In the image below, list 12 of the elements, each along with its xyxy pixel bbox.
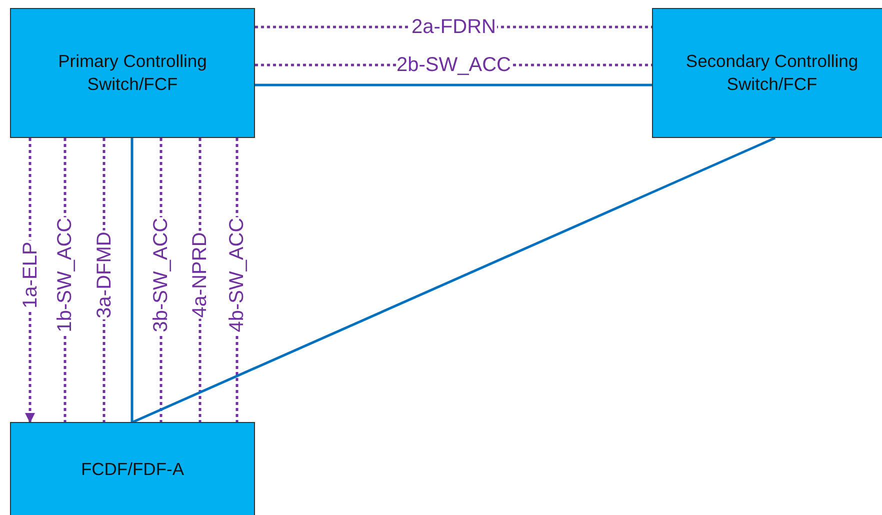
switch-box: Secondary Controlling Switch/FCF [652,8,882,138]
edge-label: 2b-SW_ACC [396,55,512,75]
edge-label: 3a-DFMD [94,230,114,320]
edge-label: 3b-SW_ACC [151,216,172,334]
switch-box: FCDF/FDF-A [10,422,255,515]
edge-label: 1a-ELP [20,240,40,310]
connector-line [255,84,652,86]
connector-line [130,138,134,422]
edge-label: 1b-SW_ACC [55,216,76,334]
edge-label: 4b-SW_ACC [227,216,248,334]
connector-line [132,136,776,424]
switch-box: Primary Controlling Switch/FCF [10,8,255,138]
